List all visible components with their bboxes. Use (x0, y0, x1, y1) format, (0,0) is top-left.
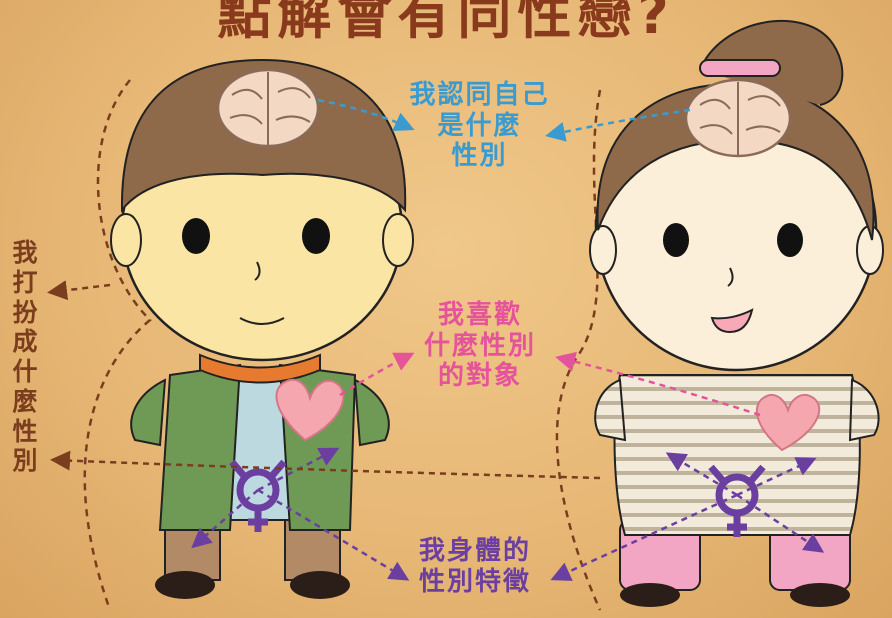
body-arrow-6 (736, 493, 825, 553)
expression-arrow-1 (47, 280, 111, 301)
attraction-arrow-right (555, 351, 761, 417)
transgender-symbol-icon (708, 464, 766, 537)
expression-label: 我 打 扮 成 什 麼 性 別 (12, 238, 40, 476)
brain-icon (684, 78, 792, 158)
brain-icon (216, 68, 320, 148)
identity-arrow-right (545, 108, 691, 142)
identity-label: 我認同自己 是什麼 性別 (409, 80, 550, 172)
body-arrow-1 (191, 489, 259, 549)
expression-arrow-2 (50, 450, 601, 480)
body-arrow-7 (550, 493, 738, 581)
body-arrow-2 (257, 447, 340, 492)
body-arrow-5 (736, 457, 817, 497)
attraction-label: 我喜歡 什麼性別 的對象 (423, 300, 536, 392)
page-title: 點解會有同性戀? (217, 0, 675, 46)
body-label: 我身體的 性別特徵 (418, 536, 531, 597)
body-arrow-4 (665, 452, 738, 497)
heart-icon (275, 378, 345, 442)
heart-icon (755, 393, 821, 452)
silhouette-outline-left (83, 79, 152, 611)
boy-figure (110, 58, 414, 599)
